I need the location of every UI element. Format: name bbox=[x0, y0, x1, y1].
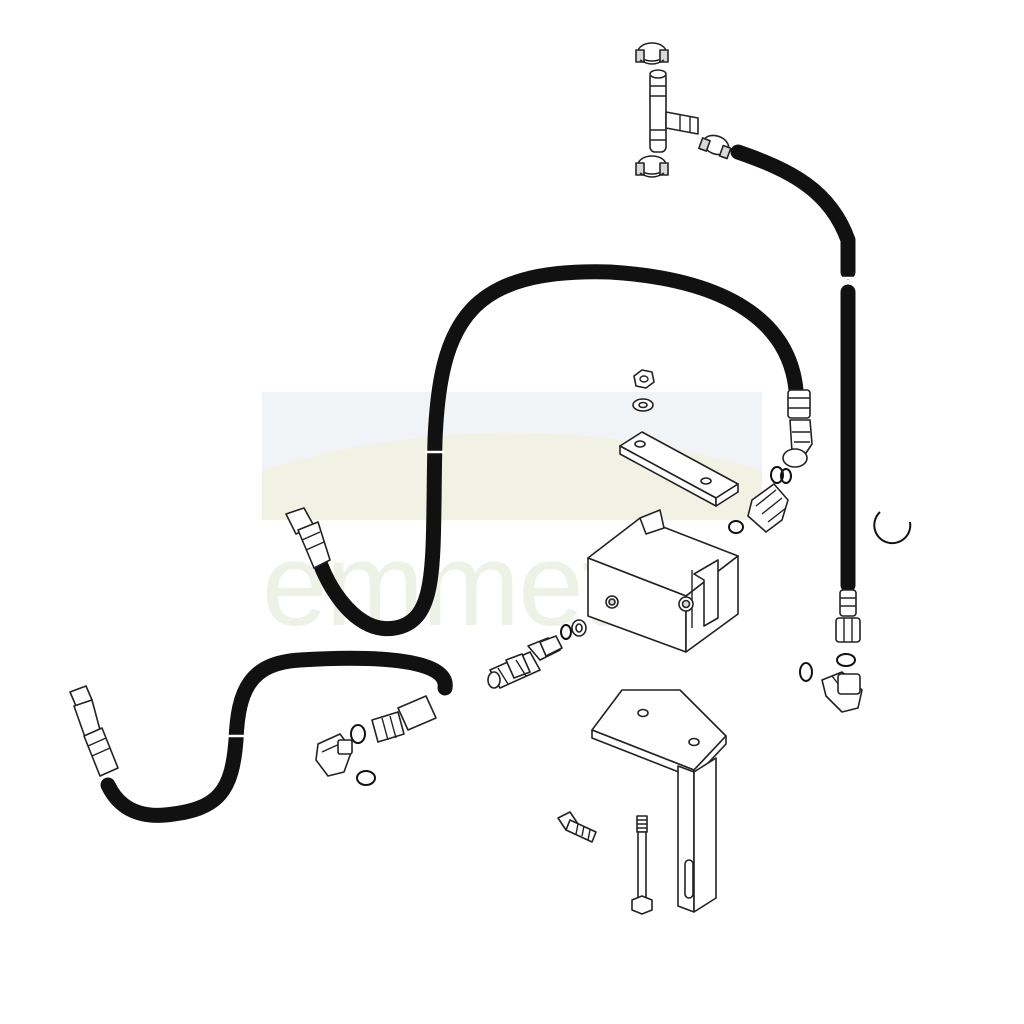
washer bbox=[571, 619, 587, 637]
o-ring bbox=[350, 724, 366, 744]
elbow-fitting bbox=[821, 671, 863, 713]
circlip bbox=[873, 511, 912, 545]
check-valve bbox=[487, 651, 541, 689]
hose-clamp bbox=[635, 155, 669, 178]
elbow-fitting bbox=[747, 483, 789, 533]
straight-fitting bbox=[787, 389, 813, 457]
elbow-fitting bbox=[69, 685, 119, 777]
straight-fitting bbox=[285, 507, 331, 569]
o-ring bbox=[356, 770, 376, 786]
o-ring bbox=[836, 653, 856, 667]
straight-fitting bbox=[835, 589, 861, 643]
o-ring bbox=[799, 662, 813, 682]
o-ring bbox=[780, 468, 792, 484]
long-bolt bbox=[631, 815, 653, 915]
adapter-fitting bbox=[527, 635, 563, 661]
o-ring bbox=[770, 466, 784, 484]
clamp-plate bbox=[619, 431, 739, 507]
washer bbox=[632, 398, 654, 412]
hose-middle-loop bbox=[310, 264, 804, 637]
o-ring bbox=[728, 520, 744, 534]
mounting-block bbox=[587, 509, 739, 653]
tee-fitting bbox=[649, 69, 699, 153]
nut bbox=[782, 448, 808, 468]
elbow-fitting bbox=[315, 733, 353, 777]
o-ring bbox=[560, 624, 572, 640]
hose-upper-right bbox=[730, 144, 856, 593]
support-bracket bbox=[591, 689, 727, 913]
straight-fitting bbox=[371, 695, 437, 743]
nut bbox=[633, 369, 655, 389]
hose-clamp bbox=[635, 42, 669, 65]
hose-lower-left bbox=[100, 650, 453, 823]
bolt bbox=[557, 811, 597, 843]
hose-clamp bbox=[698, 134, 732, 160]
